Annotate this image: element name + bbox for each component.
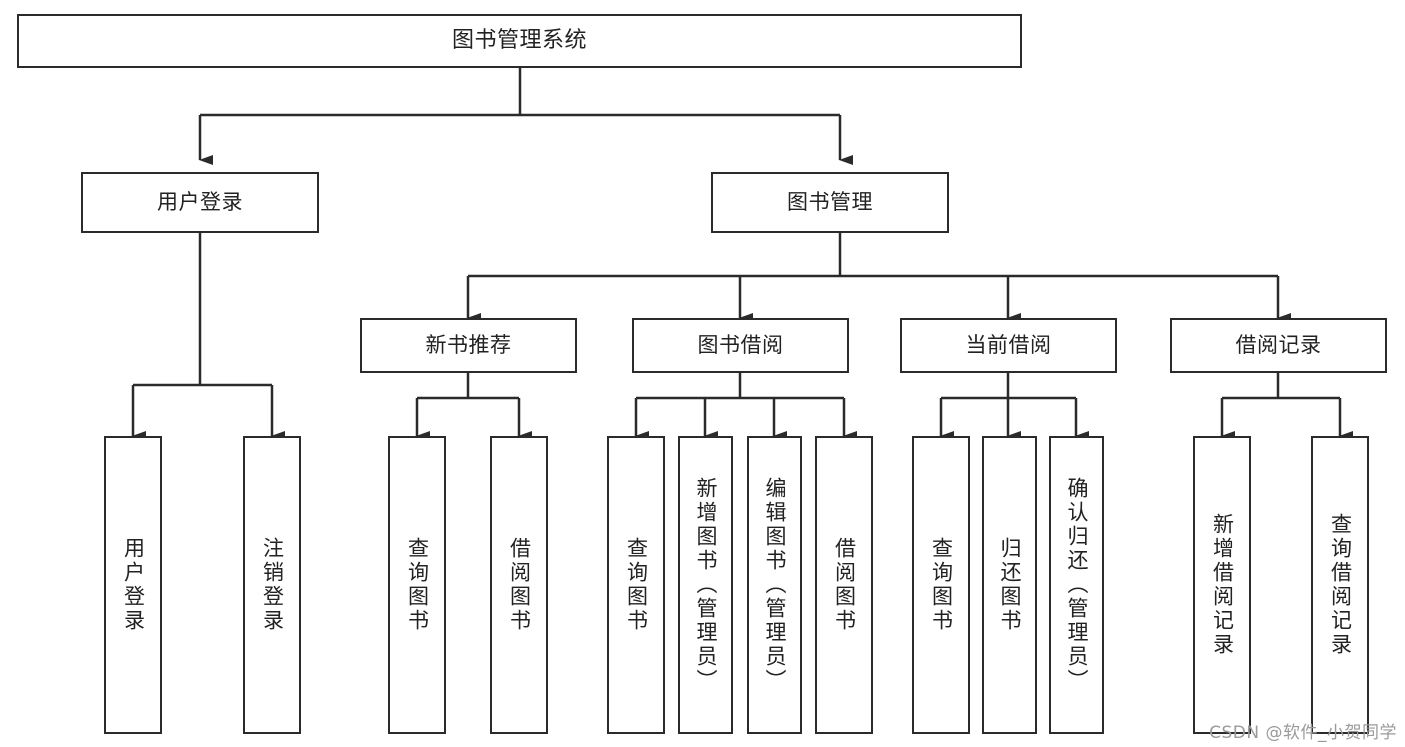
leaf-add-borrow-record[interactable]: 新增借阅记录 bbox=[1193, 436, 1251, 734]
node-label: 图书借阅 bbox=[697, 333, 784, 358]
leaf-borrow-book-new-recommend[interactable]: 借阅图书 bbox=[490, 436, 548, 734]
node-label: 新增图书（管理员） bbox=[694, 477, 718, 693]
node-label: 用户登录 bbox=[121, 537, 146, 633]
leaf-add-book-admin[interactable]: 新增图书（管理员） bbox=[678, 436, 733, 734]
node-label: 编辑图书（管理员） bbox=[763, 477, 787, 693]
node-label: 图书管理系统 bbox=[451, 28, 587, 54]
leaf-edit-book-admin[interactable]: 编辑图书（管理员） bbox=[747, 436, 802, 734]
node-root-book-management-system[interactable]: 图书管理系统 bbox=[17, 14, 1022, 68]
watermark-text: CSDN @软件_小贺同学 bbox=[1209, 723, 1397, 743]
node-label: 用户登录 bbox=[157, 190, 243, 215]
node-book-borrow[interactable]: 图书借阅 bbox=[632, 318, 849, 373]
node-label: 查询图书 bbox=[405, 537, 430, 633]
leaf-logout-login[interactable]: 注销登录 bbox=[243, 436, 301, 734]
node-label: 新书推荐 bbox=[425, 333, 512, 358]
leaf-user-login[interactable]: 用户登录 bbox=[104, 436, 162, 734]
node-label: 确认归还（管理员） bbox=[1065, 477, 1089, 693]
node-label: 注销登录 bbox=[260, 537, 285, 633]
node-label: 当前借阅 bbox=[965, 333, 1052, 358]
node-label: 借阅记录 bbox=[1235, 333, 1322, 358]
node-label: 借阅图书 bbox=[507, 537, 532, 633]
node-label: 归还图书 bbox=[998, 537, 1022, 633]
node-user-login[interactable]: 用户登录 bbox=[81, 172, 319, 233]
node-borrow-record[interactable]: 借阅记录 bbox=[1170, 318, 1387, 373]
leaf-query-book-current[interactable]: 查询图书 bbox=[912, 436, 970, 734]
leaf-query-book-borrow[interactable]: 查询图书 bbox=[607, 436, 665, 734]
node-current-borrow[interactable]: 当前借阅 bbox=[900, 318, 1117, 373]
node-label: 查询借阅记录 bbox=[1328, 513, 1353, 657]
node-label: 查询图书 bbox=[624, 537, 649, 633]
node-label: 查询图书 bbox=[929, 537, 954, 633]
leaf-return-book[interactable]: 归还图书 bbox=[982, 436, 1037, 734]
node-label: 新增借阅记录 bbox=[1210, 513, 1235, 657]
node-book-management[interactable]: 图书管理 bbox=[711, 172, 949, 233]
node-label: 借阅图书 bbox=[832, 537, 857, 633]
node-new-book-recommend[interactable]: 新书推荐 bbox=[360, 318, 577, 373]
leaf-borrow-book[interactable]: 借阅图书 bbox=[815, 436, 873, 734]
leaf-query-book-new-recommend[interactable]: 查询图书 bbox=[388, 436, 446, 734]
leaf-query-borrow-record[interactable]: 查询借阅记录 bbox=[1311, 436, 1369, 734]
leaf-confirm-return-admin[interactable]: 确认归还（管理员） bbox=[1049, 436, 1104, 734]
node-label: 图书管理 bbox=[787, 190, 873, 215]
